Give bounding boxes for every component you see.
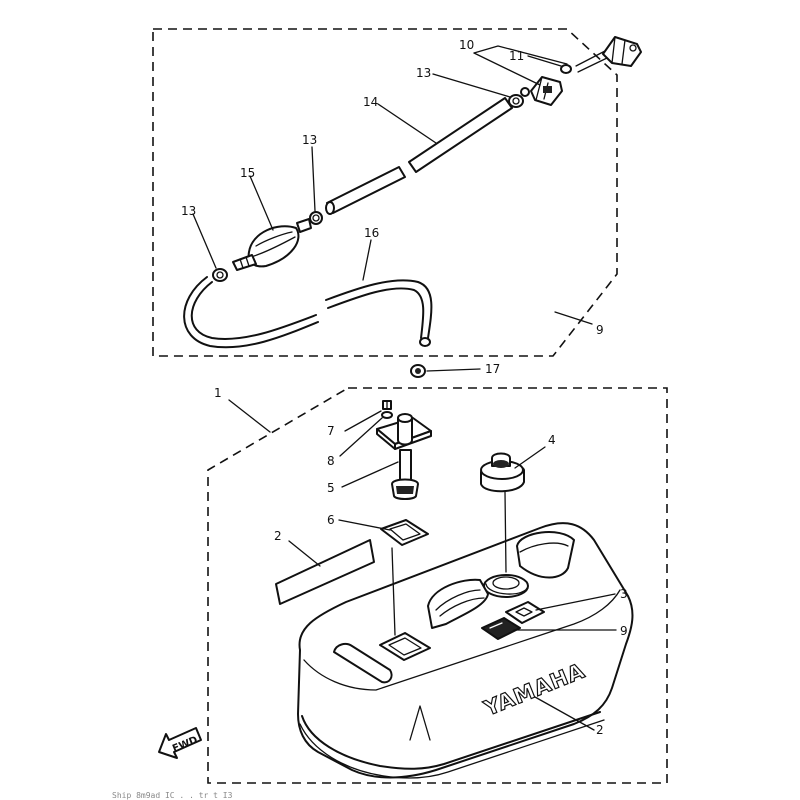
callout-13-middle: 13 bbox=[302, 133, 317, 147]
callout-7: 7 bbox=[327, 424, 335, 438]
callout-14: 14 bbox=[363, 95, 378, 109]
fuel-hose-16 bbox=[183, 276, 433, 349]
hose-clamp-13-left bbox=[212, 268, 228, 282]
primer-bulb-15 bbox=[232, 218, 312, 271]
fuel-pickup-unit-5 bbox=[376, 413, 432, 500]
callout-15: 15 bbox=[240, 166, 255, 180]
callout-11: 10 bbox=[459, 38, 474, 52]
o-ring-part-12 bbox=[560, 64, 572, 74]
fuel-hose-14 bbox=[325, 97, 513, 215]
leader-lines bbox=[192, 45, 617, 731]
hose-clamp-13-top bbox=[508, 94, 524, 108]
fuel-tank-body: YAMAHA bbox=[297, 522, 634, 779]
hose-clamp-17 bbox=[410, 364, 426, 378]
fuel-line-group-boundary bbox=[152, 28, 618, 357]
callout-5: 5 bbox=[327, 481, 335, 495]
screw-part-7 bbox=[382, 400, 392, 410]
washer-part-8 bbox=[381, 411, 393, 419]
filler-cap-4 bbox=[480, 452, 525, 493]
callout-10: 9 bbox=[596, 323, 604, 337]
callout-2-left: 2 bbox=[274, 529, 282, 543]
callout-6: 6 bbox=[327, 513, 335, 527]
warning-label-2 bbox=[275, 539, 375, 605]
callout-13-left: 13 bbox=[181, 204, 196, 218]
callout-2-right: 2 bbox=[596, 723, 604, 737]
callout-9: 9 bbox=[620, 624, 628, 638]
footer-text: Ship 8m9ad IC . . tr t I3 bbox=[112, 791, 233, 800]
callout-3: 3 bbox=[620, 587, 628, 601]
callout-1: 1 bbox=[214, 386, 222, 400]
callout-4: 4 bbox=[548, 433, 556, 447]
callout-8: 8 bbox=[327, 454, 335, 468]
connector-part-11 bbox=[575, 36, 642, 73]
callout-labels: 10 11 13 14 13 15 13 16 9 17 1 7 8 4 5 6… bbox=[181, 38, 628, 737]
callout-17: 17 bbox=[485, 362, 500, 376]
hose-clamp-13-middle bbox=[309, 211, 323, 225]
callout-13-top: 13 bbox=[416, 66, 431, 80]
gasket-part-6 bbox=[380, 519, 429, 546]
joint-part-11 bbox=[520, 76, 563, 106]
callout-12: 11 bbox=[509, 49, 524, 63]
forward-direction-arrow: FWD bbox=[158, 727, 202, 759]
callout-16: 16 bbox=[364, 226, 379, 240]
